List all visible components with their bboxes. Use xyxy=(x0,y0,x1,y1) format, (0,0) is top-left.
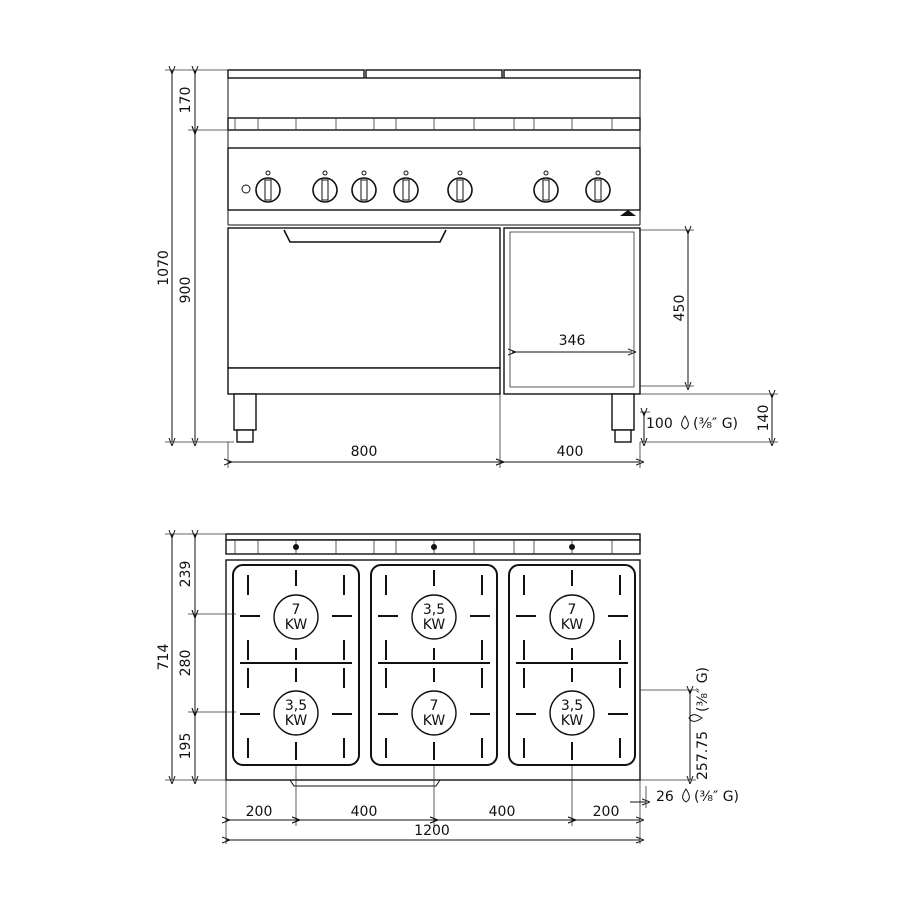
grate-posts xyxy=(234,118,613,130)
burner-power: 7 xyxy=(568,602,577,618)
dim-body-height: 900 xyxy=(178,277,194,304)
knob xyxy=(351,170,377,203)
dim-cabinet-width: 400 xyxy=(557,444,584,460)
leg xyxy=(611,393,635,431)
knob xyxy=(585,170,611,203)
burner-power: 7 xyxy=(430,698,439,714)
gas-side-spec: (³⁄₈″ G) xyxy=(695,667,711,712)
burner: 7 KW xyxy=(411,690,457,736)
oven-handle-top xyxy=(289,779,441,787)
leg xyxy=(233,393,257,431)
back-strip xyxy=(225,533,641,541)
dim-leg-height: 140 xyxy=(756,405,772,432)
burner: 3,5 KW xyxy=(549,690,595,736)
grate-section xyxy=(370,564,498,766)
dim-w1: 200 xyxy=(246,804,273,820)
dim-depth: 714 xyxy=(156,644,172,671)
grate-sections xyxy=(232,564,636,766)
upstand-panel xyxy=(503,69,641,79)
burner-power: 3,5 xyxy=(285,698,307,714)
burner-unit: KW xyxy=(561,713,584,729)
grate-section xyxy=(232,564,360,766)
burner: 3,5 KW xyxy=(273,690,319,736)
leg-foot xyxy=(236,429,254,443)
dim-width-total: 1200 xyxy=(414,823,450,839)
upstand-panel xyxy=(365,69,503,79)
dim-w4: 200 xyxy=(593,804,620,820)
knob xyxy=(533,170,559,203)
top-view: 7 KW 3,5 KW 7 KW 3,5 KW 7 KW 3,5 KW xyxy=(156,534,739,844)
burner-power: 3,5 xyxy=(561,698,583,714)
front-view: 1070 170 900 800 400 346 450 140 100 (³⁄… xyxy=(156,70,778,468)
oven-plinth xyxy=(227,367,501,395)
cabinet xyxy=(503,227,641,395)
grate-section xyxy=(508,564,636,766)
burner: 7 KW xyxy=(273,594,319,640)
burner: 7 KW xyxy=(549,594,595,640)
oven-handle xyxy=(283,229,447,243)
dim-oven-width: 800 xyxy=(351,444,378,460)
burner-unit: KW xyxy=(423,713,446,729)
upstand-panel xyxy=(227,69,365,79)
leg-foot xyxy=(614,429,632,443)
dim-seg-mid: 280 xyxy=(178,650,194,677)
dim-seg-back: 239 xyxy=(178,561,194,588)
burner-power: 7 xyxy=(292,602,301,618)
knob xyxy=(393,170,419,203)
knob xyxy=(255,170,281,203)
ignition-indicator xyxy=(241,184,251,194)
gas-flame-icon xyxy=(681,415,689,430)
gas-flame-icon xyxy=(682,788,690,803)
control-knobs xyxy=(255,170,611,203)
burner-unit: KW xyxy=(423,617,446,633)
logo-icon xyxy=(620,210,636,216)
cabinet-door xyxy=(509,231,635,388)
dim-cabinet-inner-width: 346 xyxy=(559,333,586,349)
gas-flame-icon xyxy=(688,714,703,722)
dim-w2: 400 xyxy=(351,804,378,820)
knob xyxy=(312,170,338,203)
oven-door xyxy=(227,227,501,369)
burner-power: 3,5 xyxy=(423,602,445,618)
dim-top-height: 170 xyxy=(178,87,194,114)
burner-unit: KW xyxy=(285,617,308,633)
knob xyxy=(447,170,473,203)
burner: 3,5 KW xyxy=(411,594,457,640)
dim-gas-side: 257.75 xyxy=(695,731,711,780)
dim-cabinet-height: 450 xyxy=(672,295,688,322)
dim-gas-height: 100 xyxy=(646,416,673,432)
gas-spec-front: (³⁄₈″ G) xyxy=(693,416,738,432)
burner-unit: KW xyxy=(561,617,584,633)
dim-seg-front: 195 xyxy=(178,733,194,760)
dim-total-height: 1070 xyxy=(156,250,172,286)
dim-gas-bottom: 26 xyxy=(656,789,674,805)
burner-unit: KW xyxy=(285,713,308,729)
gas-bottom-spec: (³⁄₈″ G) xyxy=(694,789,739,805)
dim-w3: 400 xyxy=(489,804,516,820)
control-panel xyxy=(227,147,641,211)
